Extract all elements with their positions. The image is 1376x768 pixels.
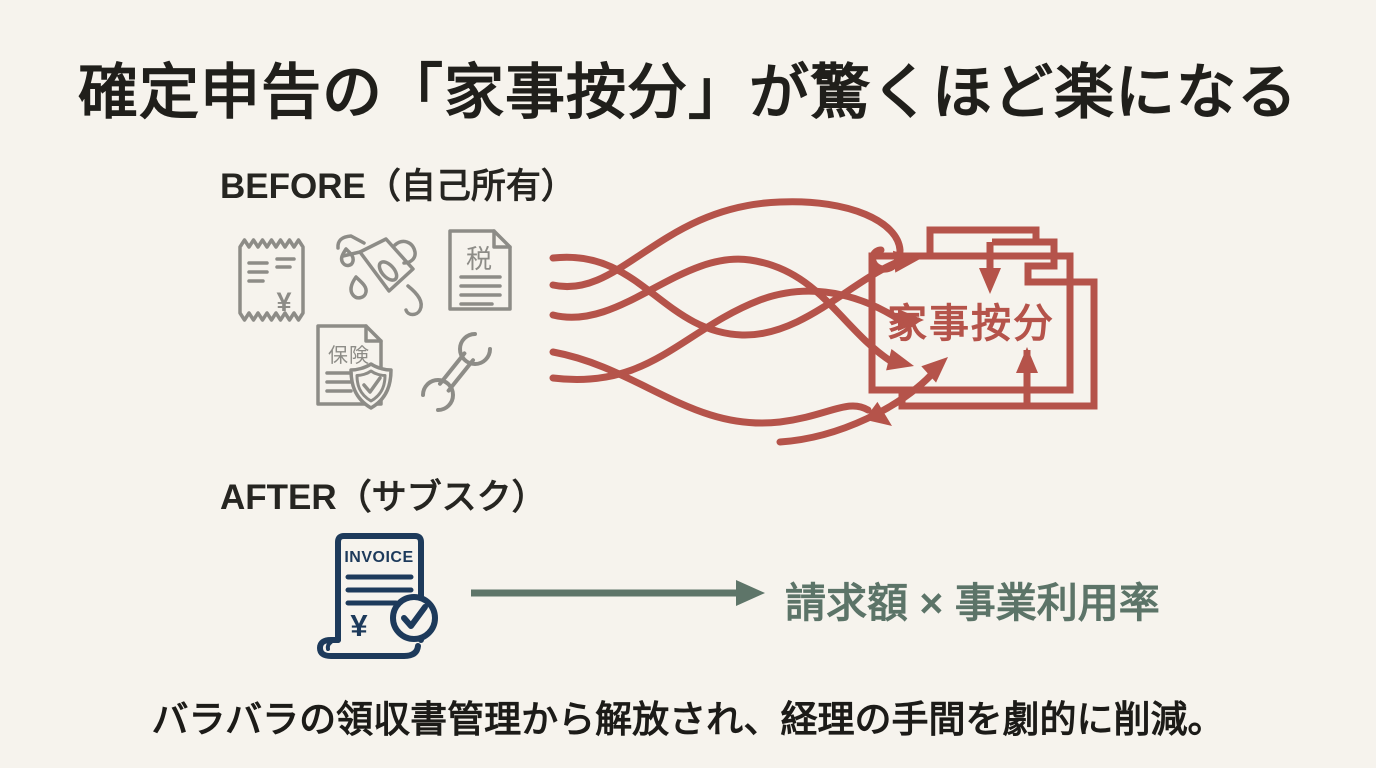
arrowhead-right xyxy=(892,250,920,273)
shield-check-icon xyxy=(349,362,393,410)
tax-document-icon: 税 xyxy=(448,229,512,311)
kaji-anbun-box xyxy=(868,252,1074,394)
arrowhead-up xyxy=(1016,347,1038,373)
receipt-yen-label: ¥ xyxy=(276,287,291,317)
loop-path-top xyxy=(926,226,1040,256)
receipt-icon: ¥ xyxy=(238,238,305,322)
invoice-lines xyxy=(345,574,414,606)
arrowhead-right xyxy=(898,309,924,331)
invoice-scroll-curl xyxy=(325,640,333,651)
tangle-curve xyxy=(549,255,896,366)
arrowhead-right xyxy=(886,349,914,371)
invoice-title: INVOICE xyxy=(344,549,413,566)
before-label: BEFORE（自己所有） xyxy=(220,167,576,206)
before-expense-icons: ¥ 税 xyxy=(238,229,512,412)
footer-message: バラバラの領収書管理から解放され、経理の手間を劇的に削減。 xyxy=(151,699,1225,740)
invoice-scroll-foot xyxy=(317,637,421,659)
formula-text: 請求額 × 事業利用率 xyxy=(785,580,1160,626)
check-mark xyxy=(401,604,428,629)
invoice-icon: INVOICE ¥ xyxy=(317,533,438,659)
arrowhead-down xyxy=(979,268,1001,294)
invoice-yen-label: ¥ xyxy=(350,608,368,643)
kaji-anbun-box-label: 家事按分 xyxy=(887,302,1055,346)
arrowhead-diagonal xyxy=(864,401,892,426)
invoice-paper xyxy=(335,533,424,643)
wrench-icon xyxy=(421,332,492,412)
after-flow-arrow xyxy=(471,580,765,606)
tangle-curve xyxy=(549,348,872,427)
tangled-arrows-diagram xyxy=(549,198,1098,446)
arrowhead-riser xyxy=(921,357,948,383)
tangle-curve xyxy=(549,287,904,383)
insurance-kanji-label: 保険 xyxy=(328,344,370,367)
tax-kanji-label: 税 xyxy=(466,244,492,274)
arrowhead-right xyxy=(736,580,765,606)
tangle-curve xyxy=(549,198,904,291)
after-label: AFTER（サブスク） xyxy=(220,478,547,517)
loop-path-right-bottom xyxy=(898,238,1098,410)
page-title: 確定申告の「家事按分」が驚くほど楽になる xyxy=(78,60,1298,126)
insurance-document-icon: 保険 xyxy=(316,324,393,410)
fuel-nozzle-icon xyxy=(336,234,423,317)
